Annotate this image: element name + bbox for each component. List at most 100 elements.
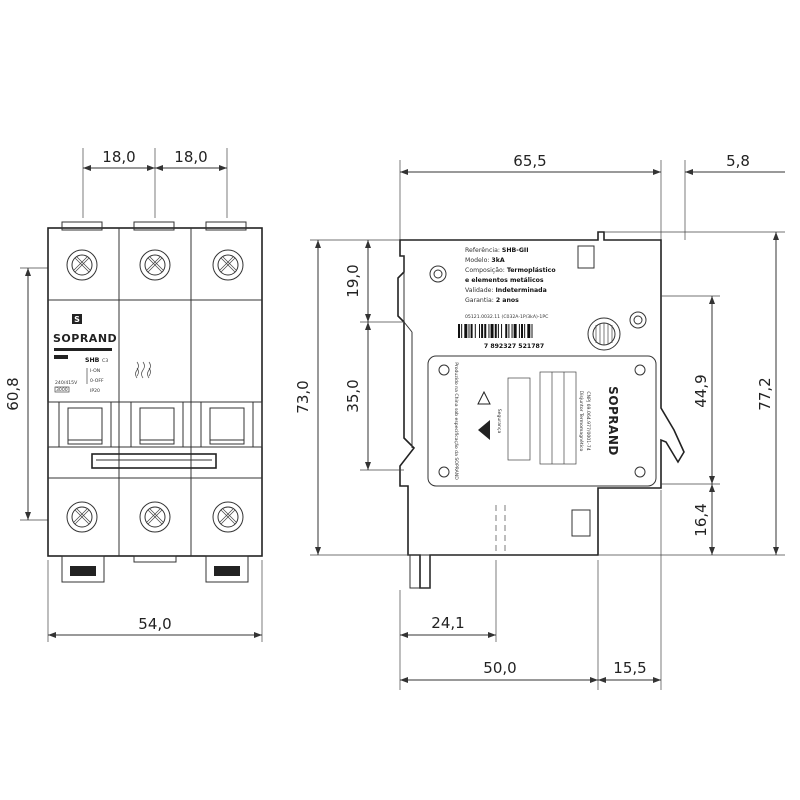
sticker-brand: SOPRAND [606, 386, 620, 456]
screw-icon [139, 501, 171, 533]
dim-right-low: 16,4 [692, 503, 710, 536]
spec-key: Garantia: [465, 297, 494, 304]
dim-rail: 24,1 [431, 614, 464, 632]
front-view: 18,0 18,0 60,8 [4, 148, 263, 642]
model-sub: C3 [102, 358, 108, 364]
handles [47, 401, 263, 469]
barcode-bar [461, 324, 463, 338]
rating-class: 3000 [56, 387, 68, 393]
barcode-bar [508, 324, 510, 338]
dim-front-width: 54,0 [47, 560, 263, 642]
rivet-icon [429, 265, 447, 283]
screw-icon [66, 501, 98, 533]
front-brand: SOPRAND [53, 332, 117, 345]
warning-symbol-icon [477, 390, 491, 440]
sticker-line: Segurança [496, 409, 502, 434]
terminal-screw-icon [587, 317, 621, 351]
spec-value: Termoplástico [507, 266, 556, 274]
front-markings: S SOPRAND SHB C3 I-ON 0-OFF 240/415V 300… [53, 314, 151, 394]
model-label: SHB [85, 357, 100, 364]
dim-front-height: 60,8 [4, 267, 48, 521]
ip-text: IP20 [90, 388, 100, 394]
dim-height: 60,8 [4, 377, 22, 410]
screw-icon [66, 249, 98, 281]
spec-key: Referência: [465, 246, 500, 254]
barcode: 7 892327 521787 [455, 322, 573, 350]
barcode-bar [481, 324, 484, 338]
barcode-bar [531, 324, 533, 338]
svg-text:S: S [74, 315, 80, 324]
svg-text:Referência: SHB-GII: Referência: SHB-GII [465, 246, 529, 254]
sticker-line: CNPJ 69.064.977/0001-74 [585, 391, 591, 450]
dim-top-depth: 65,5 5,8 [399, 152, 785, 240]
off-label: 0-OFF [90, 378, 104, 384]
spec-label: Referência: SHB-GII Modelo: 3kA Composiç… [465, 246, 556, 320]
logo-icon: S [72, 314, 82, 324]
barcode-bar [527, 324, 531, 338]
dim-pole-1: 18,0 [102, 148, 135, 166]
barcode-bar [524, 324, 526, 338]
barcode-bar [521, 324, 523, 338]
barcode-bar [518, 324, 520, 338]
spec-value: 3kA [491, 257, 504, 264]
svg-text:Garantia: 2 anos: Garantia: 2 anos [465, 297, 519, 304]
spec-value: SHB-GII [502, 247, 529, 254]
spec-value: Indeterminada [496, 287, 547, 294]
made-in: Produzido na China sob especificação da … [453, 362, 459, 480]
din-clips [61, 555, 249, 583]
code-line: 05121.0032.11 (C032A-1P/3kA)-1PC [465, 314, 548, 320]
dim-right: 44,9 77,2 16,4 [598, 231, 785, 556]
dim-left: 19,0 35,0 73,0 [294, 239, 410, 556]
spec-key: Validade: [465, 287, 494, 294]
bottom-screws [66, 501, 244, 533]
side-profile [397, 231, 685, 589]
dim-depth: 65,5 [513, 152, 546, 170]
barcode-bar [470, 324, 473, 338]
dim-offset: 5,8 [726, 152, 750, 170]
dim-bottom-right: 15,5 [613, 659, 646, 677]
dim-top-poles: 18,0 18,0 [82, 148, 228, 218]
spec-value: 2 anos [496, 297, 519, 304]
dim-total-height: 73,0 [294, 380, 312, 413]
barcode-bar [464, 324, 468, 338]
rating-text: 240/415V [55, 380, 78, 386]
dim-upper: 19,0 [344, 264, 362, 297]
barcode-bar [474, 324, 476, 338]
barcode-digits: 7 892327 521787 [484, 343, 544, 350]
dim-width: 54,0 [138, 615, 171, 633]
svg-text:Modelo: 3kA: Modelo: 3kA [465, 257, 505, 264]
sticker: SOPRAND CNPJ 69.064.977/0001-74 Disjunto… [427, 355, 657, 487]
heat-symbol-icon [135, 361, 151, 379]
dim-right-mid: 44,9 [692, 374, 710, 407]
dim-bottom-value: 50,0 [483, 659, 516, 677]
barcode-bar [458, 324, 460, 338]
svg-text:Composição: Termoplástico: Composição: Termoplástico [465, 266, 556, 274]
side-view: 65,5 5,8 Referência: SHB- [294, 152, 785, 690]
rivet-icon [629, 311, 647, 329]
barcode-bar [497, 324, 499, 338]
dim-bottom: 24,1 50,0 15,5 [399, 490, 662, 690]
spec-value: e elementos metálicos [465, 276, 544, 284]
barcode-bar [501, 324, 503, 338]
dim-right-total: 77,2 [756, 377, 774, 410]
svg-text:e elementos metálicos: e elementos metálicos [465, 276, 544, 284]
dim-mid: 35,0 [344, 379, 362, 412]
on-label: I-ON [90, 368, 100, 374]
spec-key: Modelo: [465, 257, 489, 264]
screw-icon [139, 249, 171, 281]
top-screws [66, 249, 244, 281]
barcode-bar [468, 324, 470, 338]
barcode-bar [511, 324, 513, 338]
barcode-bar [494, 324, 497, 338]
barcode-bar [513, 324, 517, 338]
svg-text:Validade: Indeterminada: Validade: Indeterminada [465, 287, 547, 294]
barcode-bar [484, 324, 487, 338]
sticker-line: Disjuntor Termomagnético [578, 391, 585, 452]
screw-icon [212, 249, 244, 281]
barcode-bar [505, 324, 508, 338]
barcode-bar [490, 324, 494, 338]
barcode-bar [488, 324, 490, 338]
spec-key: Composição: [465, 267, 505, 274]
barcode-bar [479, 324, 480, 338]
